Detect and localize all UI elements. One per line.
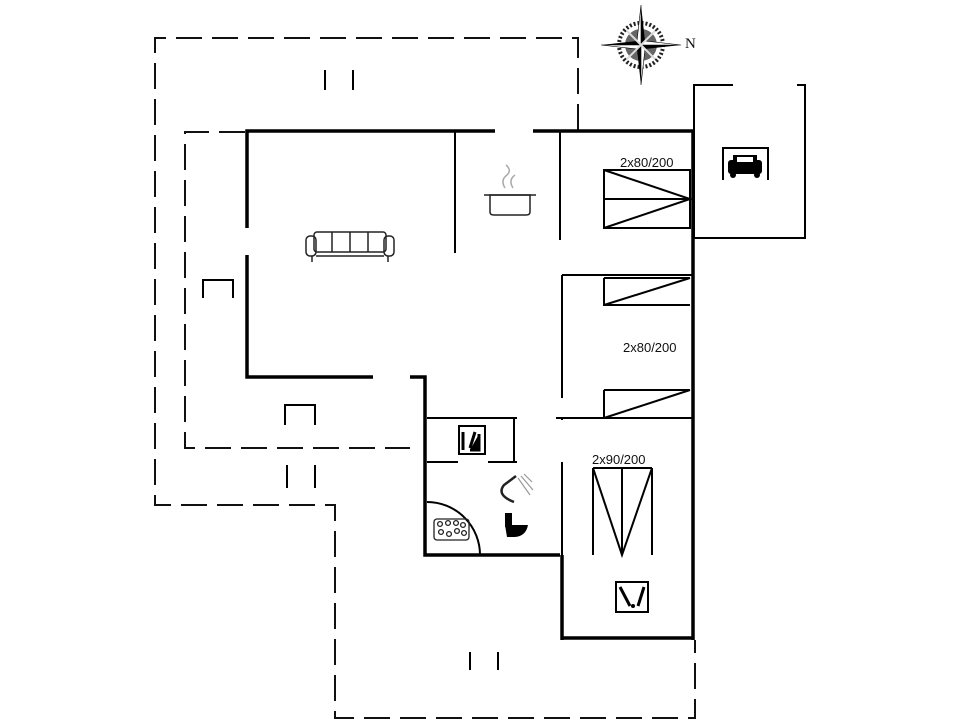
washing-machine-icon bbox=[458, 425, 486, 455]
terrace-outline bbox=[154, 37, 696, 719]
door-swing bbox=[426, 501, 481, 556]
compass-rose-icon bbox=[600, 4, 682, 86]
bed-label: 2x90/200 bbox=[592, 452, 646, 467]
spa-bath-icon bbox=[433, 518, 470, 541]
exterior-walls bbox=[245, 129, 695, 640]
bed-2 bbox=[603, 277, 691, 306]
sofa-icon bbox=[305, 231, 395, 262]
dishwasher-icon bbox=[615, 581, 649, 613]
cooking-pot-icon bbox=[484, 164, 536, 216]
interior-walls bbox=[426, 131, 693, 556]
bed-1 bbox=[603, 169, 694, 229]
bed-4 bbox=[592, 467, 653, 559]
compass-north-label: N bbox=[685, 36, 696, 52]
bed-label: 2x80/200 bbox=[623, 340, 677, 355]
toilet-icon bbox=[505, 513, 528, 537]
shower-icon bbox=[500, 473, 534, 504]
car-icon bbox=[722, 147, 769, 180]
bed-3 bbox=[603, 389, 691, 419]
carport bbox=[693, 84, 806, 239]
bed-label: 2x80/200 bbox=[620, 155, 674, 170]
